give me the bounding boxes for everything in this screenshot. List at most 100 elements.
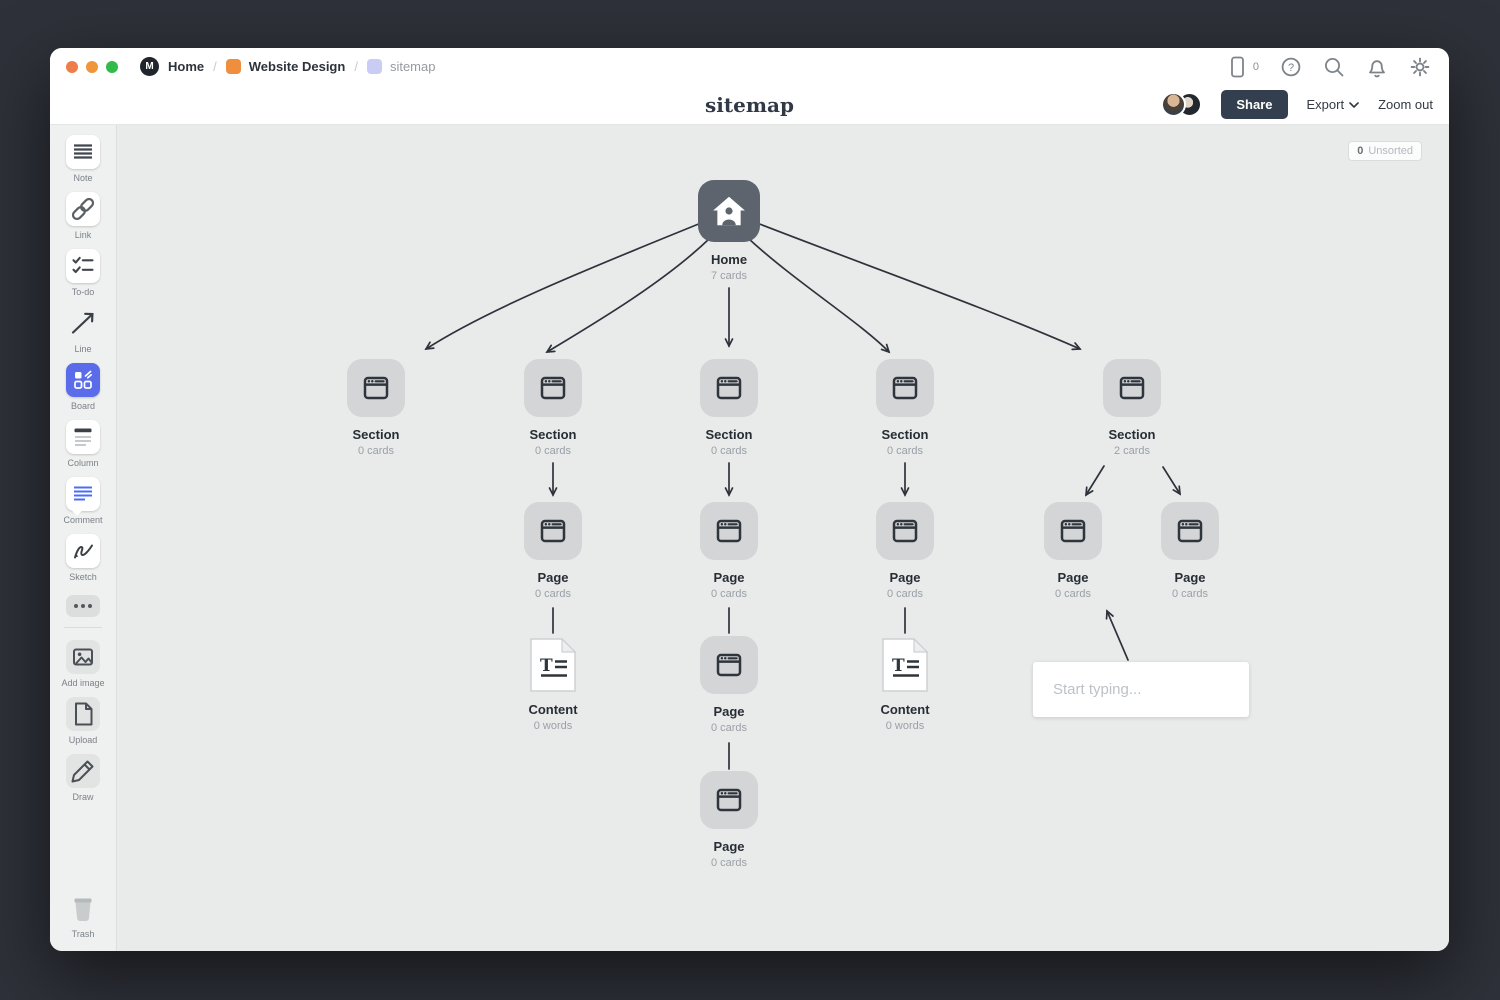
share-button[interactable]: Share xyxy=(1221,90,1288,119)
board-canvas[interactable]: 0 Unsorted Home 7 cards Section 0 cards … xyxy=(117,125,1449,951)
unsorted-badge[interactable]: 0 Unsorted xyxy=(1348,141,1422,161)
tool-upload[interactable]: Upload xyxy=(66,697,100,745)
node-page-4[interactable]: Page 0 cards xyxy=(1013,502,1133,600)
node-content-2[interactable]: Content 0 words xyxy=(845,636,965,732)
page-icon[interactable] xyxy=(524,359,582,417)
avatar[interactable] xyxy=(1161,92,1187,117)
page-icon[interactable] xyxy=(876,502,934,560)
node-subtitle: 0 cards xyxy=(710,445,748,457)
node-title: Page xyxy=(1174,570,1206,585)
collaborator-avatars[interactable] xyxy=(1161,92,1203,117)
page-title: sitemap xyxy=(705,92,794,117)
node-section-5[interactable]: Section 2 cards xyxy=(1072,359,1192,457)
more-tools-icon[interactable] xyxy=(66,595,100,617)
file-icon xyxy=(66,697,100,731)
mobile-preview-icon[interactable]: 0 xyxy=(1228,56,1259,78)
tools-sidebar: Note Link To-do Line Board xyxy=(50,125,117,951)
node-page-2[interactable]: Page 0 cards xyxy=(669,502,789,600)
node-page-5[interactable]: Page 0 cards xyxy=(1130,502,1250,600)
tool-note[interactable]: Note xyxy=(66,135,100,183)
node-home[interactable]: Home 7 cards xyxy=(669,180,789,282)
node-content-1[interactable]: Content 0 words xyxy=(493,636,613,732)
tool-trash[interactable]: Trash xyxy=(66,891,100,939)
page-icon[interactable] xyxy=(700,359,758,417)
node-subtitle: 0 cards xyxy=(710,857,748,869)
orange-board-icon xyxy=(225,59,241,74)
node-title: Home xyxy=(710,252,748,267)
node-subtitle: 0 words xyxy=(885,720,925,732)
breadcrumb: Home / Website Design / sitemap xyxy=(168,59,435,74)
node-title: Page xyxy=(889,570,921,585)
breadcrumb-home[interactable]: Home xyxy=(168,59,205,74)
content-doc-icon[interactable] xyxy=(530,638,576,692)
tool-board[interactable]: Board xyxy=(66,363,100,411)
node-page-1[interactable]: Page 0 cards xyxy=(493,502,613,600)
lavender-board-icon xyxy=(366,59,382,74)
node-subtitle: 0 cards xyxy=(710,722,748,734)
page-icon[interactable] xyxy=(700,502,758,560)
tool-link[interactable]: Link xyxy=(66,192,100,240)
node-page-6[interactable]: Page 0 cards xyxy=(669,636,789,734)
node-subtitle: 0 cards xyxy=(710,588,748,600)
milanote-logo[interactable]: M xyxy=(140,57,159,76)
export-button[interactable]: Export xyxy=(1307,97,1360,112)
node-subtitle: 0 cards xyxy=(886,588,924,600)
tool-label: Note xyxy=(73,173,93,183)
page-icon[interactable] xyxy=(347,359,405,417)
tool-label: Link xyxy=(74,230,92,240)
link-icon xyxy=(66,192,100,226)
node-title: Section xyxy=(352,427,400,442)
unsorted-count: 0 xyxy=(1357,145,1364,157)
home-board-icon[interactable] xyxy=(698,180,760,242)
node-subtitle: 0 cards xyxy=(1054,588,1092,600)
zoom-out-button[interactable]: Zoom out xyxy=(1378,97,1433,112)
tool-comment[interactable]: Comment xyxy=(63,477,103,525)
page-icon[interactable] xyxy=(1161,502,1219,560)
image-icon xyxy=(66,640,100,674)
notifications-icon[interactable] xyxy=(1366,56,1388,78)
node-section-1[interactable]: Section 0 cards xyxy=(316,359,436,457)
breadcrumb-website-design[interactable]: Website Design xyxy=(225,59,345,74)
node-section-3[interactable]: Section 0 cards xyxy=(669,359,789,457)
node-section-2[interactable]: Section 0 cards xyxy=(493,359,613,457)
node-title: Page xyxy=(713,570,745,585)
window-zoom-button[interactable] xyxy=(106,60,118,73)
settings-icon[interactable] xyxy=(1409,56,1431,78)
title-bar: M Home / Website Design / sitemap 0 ? xyxy=(50,48,1449,85)
tool-column[interactable]: Column xyxy=(66,420,100,468)
tool-draw[interactable]: Draw xyxy=(66,754,100,802)
node-title: Section xyxy=(529,427,577,442)
tool-todo[interactable]: To-do xyxy=(66,249,100,297)
search-icon[interactable] xyxy=(1323,56,1345,78)
breadcrumb-separator: / xyxy=(354,59,358,74)
window-minimize-button[interactable] xyxy=(86,60,98,73)
node-page-3[interactable]: Page 0 cards xyxy=(845,502,965,600)
node-subtitle: 0 cards xyxy=(1171,588,1209,600)
tool-label: Draw xyxy=(72,792,94,802)
sidebar-divider xyxy=(64,627,102,628)
node-page-7[interactable]: Page 0 cards xyxy=(669,771,789,869)
tool-line[interactable]: Line xyxy=(66,306,100,354)
tool-label: Upload xyxy=(68,735,98,745)
page-icon[interactable] xyxy=(876,359,934,417)
page-icon[interactable] xyxy=(700,771,758,829)
page-icon[interactable] xyxy=(700,636,758,694)
node-title: Section xyxy=(705,427,753,442)
page-icon[interactable] xyxy=(524,502,582,560)
node-section-4[interactable]: Section 0 cards xyxy=(845,359,965,457)
content-doc-icon[interactable] xyxy=(882,638,928,692)
note-icon xyxy=(66,135,100,169)
tool-label: Trash xyxy=(71,929,95,939)
tool-sketch[interactable]: Sketch xyxy=(66,534,100,582)
trash-icon xyxy=(66,891,100,925)
breadcrumb-sitemap[interactable]: sitemap xyxy=(366,59,435,74)
help-icon[interactable]: ? xyxy=(1280,56,1302,78)
page-icon[interactable] xyxy=(1044,502,1102,560)
page-icon[interactable] xyxy=(1103,359,1161,417)
note-input[interactable]: Start typing... xyxy=(1033,662,1249,717)
node-subtitle: 7 cards xyxy=(710,270,748,282)
window-close-button[interactable] xyxy=(66,60,78,73)
svg-text:?: ? xyxy=(1288,62,1294,74)
export-label: Export xyxy=(1306,97,1345,112)
tool-add-image[interactable]: Add image xyxy=(61,640,105,688)
